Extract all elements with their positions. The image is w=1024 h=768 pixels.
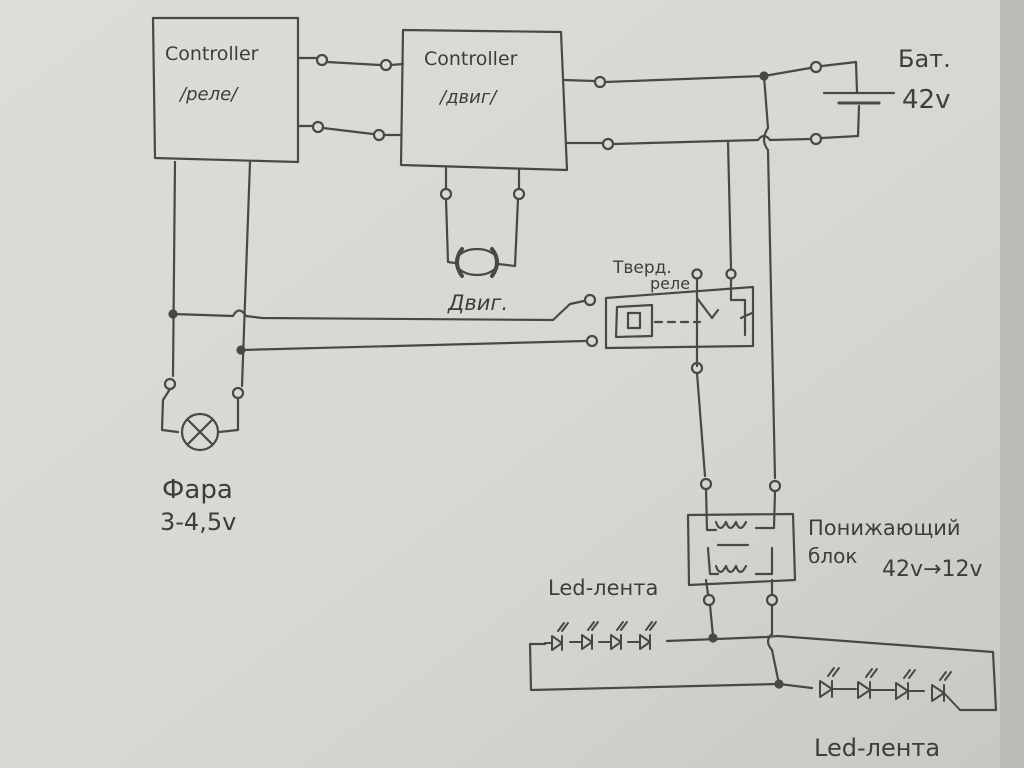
led-12v-wiring <box>528 603 998 712</box>
converter-voltage: 42v→12v <box>882 557 982 582</box>
motor-symbol <box>454 247 500 278</box>
motor-label: Двиг. <box>447 291 508 315</box>
headlight-voltage: 3-4,5v <box>160 508 236 536</box>
battery-voltage: 42v <box>902 85 950 115</box>
step-down-converter <box>686 487 797 596</box>
led-strip-top-symbols <box>544 621 657 651</box>
relay-control-wires <box>171 293 599 352</box>
rail-42v-positive <box>762 74 777 480</box>
controller-link-wires <box>296 53 405 142</box>
battery-symbol <box>822 91 896 105</box>
controller-motor-subtitle: /двиг/ <box>438 87 498 108</box>
ssr-label-line1: Тверд. <box>612 258 672 278</box>
controller-lights-box <box>151 16 300 164</box>
solid-state-relay <box>604 277 755 364</box>
led-strip-top-label: Led-лента <box>548 576 658 600</box>
controller-lights-subtitle: /реле/ <box>178 84 239 105</box>
battery-wires <box>563 60 861 151</box>
controller-motor-box <box>399 28 569 172</box>
headlight-lamp <box>180 412 220 452</box>
paper-right-edge <box>1000 0 1024 768</box>
converter-label-line2: блок <box>808 544 857 568</box>
led-strip-bottom-symbols <box>819 667 961 711</box>
converter-label-line1: Понижающий <box>808 516 961 540</box>
controller-motor-title: Controller <box>424 48 518 70</box>
ssr-label-line2: реле <box>650 274 690 293</box>
controller-lights-title: Controller <box>165 43 259 65</box>
headlight-label: Фара <box>162 475 233 505</box>
motor-wires <box>439 166 526 268</box>
relay-feed-wire <box>726 139 733 270</box>
battery-label: Бат. <box>898 45 951 73</box>
led-strip-bottom-label: Led-лента <box>814 734 940 762</box>
